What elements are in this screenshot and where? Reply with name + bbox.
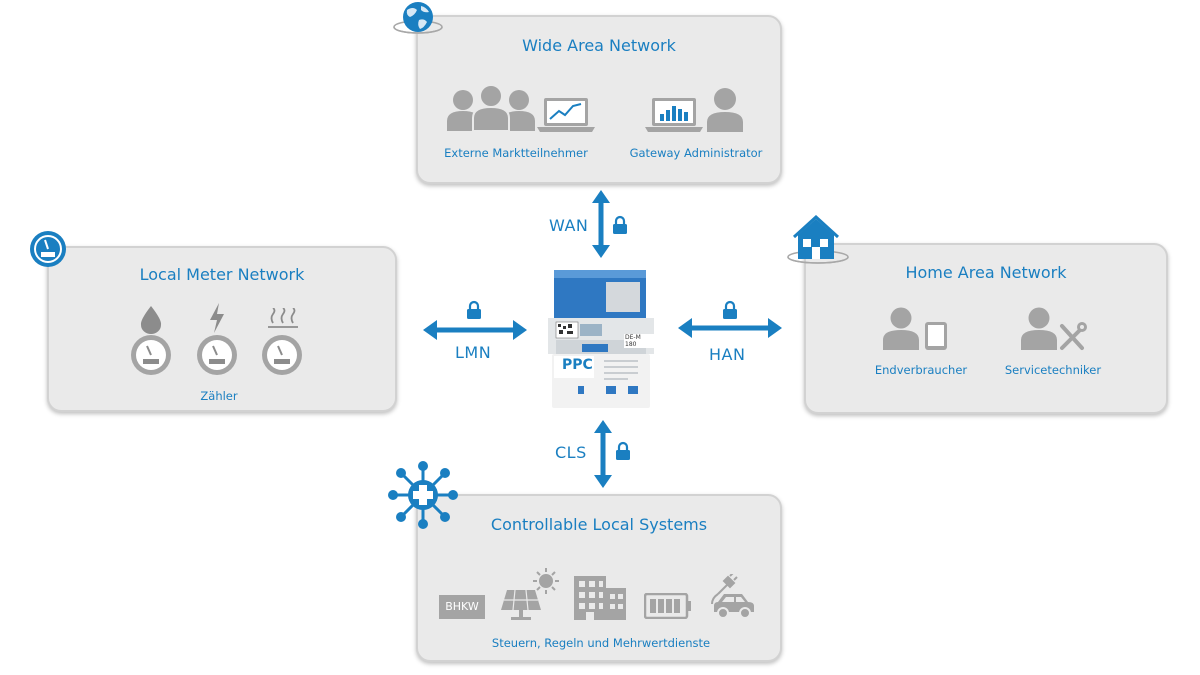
lmn-lock-icon [466, 300, 482, 320]
han-panel: Home Area Network Endverbraucher Service… [804, 243, 1168, 414]
wan-connection-label: WAN [549, 216, 589, 235]
wan-panel-title: Wide Area Network [522, 36, 676, 55]
lmn-panel: Local Meter Network [47, 246, 397, 412]
smart-meter-gateway-device: PPC DE-M 180 [548, 268, 654, 410]
device-brand-label: PPC [562, 357, 593, 373]
lightning-icon [207, 303, 227, 333]
laptop-bars-icon [645, 96, 703, 134]
battery-icon [644, 593, 692, 619]
meter-icon [196, 334, 238, 376]
person-icon [705, 87, 745, 133]
meter-icon [130, 334, 172, 376]
han-double-arrow-icon [678, 317, 782, 339]
house-icon [786, 215, 852, 267]
han-panel-title: Home Area Network [905, 263, 1067, 282]
lmn-connection-label: LMN [455, 343, 492, 362]
han-label-endverbraucher: Endverbraucher [874, 363, 968, 377]
building-icon [574, 576, 626, 620]
laptop-chart-icon [537, 96, 595, 134]
meter-icon [261, 334, 303, 376]
person-icon [1020, 307, 1058, 351]
cls-connection-label: CLS [555, 443, 587, 462]
lmn-double-arrow-icon [423, 319, 527, 341]
solar-panel-icon [501, 568, 561, 620]
tablet-icon [924, 321, 948, 351]
cls-double-arrow-icon [593, 420, 613, 488]
wan-label-gateway-admin: Gateway Administrator [629, 146, 763, 160]
meter-badge-icon [29, 230, 67, 268]
han-label-servicetechniker: Servicetechniker [1004, 363, 1102, 377]
person-icon [882, 307, 920, 351]
wan-label-marktteilnehmer: Externe Marktteilnehmer [444, 146, 588, 160]
cls-label-steuern: Steuern, Regeln und Mehrwertdienste [491, 636, 711, 650]
device-cert-label: DE-M 180 [624, 334, 654, 348]
wan-double-arrow-icon [591, 190, 611, 258]
bhkw-box: BHKW [439, 595, 485, 619]
lmn-panel-title: Local Meter Network [139, 265, 305, 284]
tools-icon [1056, 322, 1088, 352]
globe-icon [391, 0, 445, 38]
cls-panel: Controllable Local Systems BHKW [416, 494, 782, 662]
cls-lock-icon [615, 441, 631, 461]
water-drop-icon [140, 306, 162, 334]
bhkw-label: BHKW [445, 600, 479, 613]
heat-icon [267, 308, 299, 330]
wan-panel: Wide Area Network [416, 15, 782, 184]
people-group-icon [447, 85, 537, 133]
cls-panel-title: Controllable Local Systems [490, 515, 708, 534]
han-lock-icon [722, 300, 738, 320]
wan-lock-icon [612, 215, 628, 235]
electric-car-icon [708, 574, 758, 622]
han-connection-label: HAN [709, 345, 746, 364]
lmn-label-zaehler: Zähler [200, 389, 238, 403]
network-node-icon [386, 460, 460, 530]
